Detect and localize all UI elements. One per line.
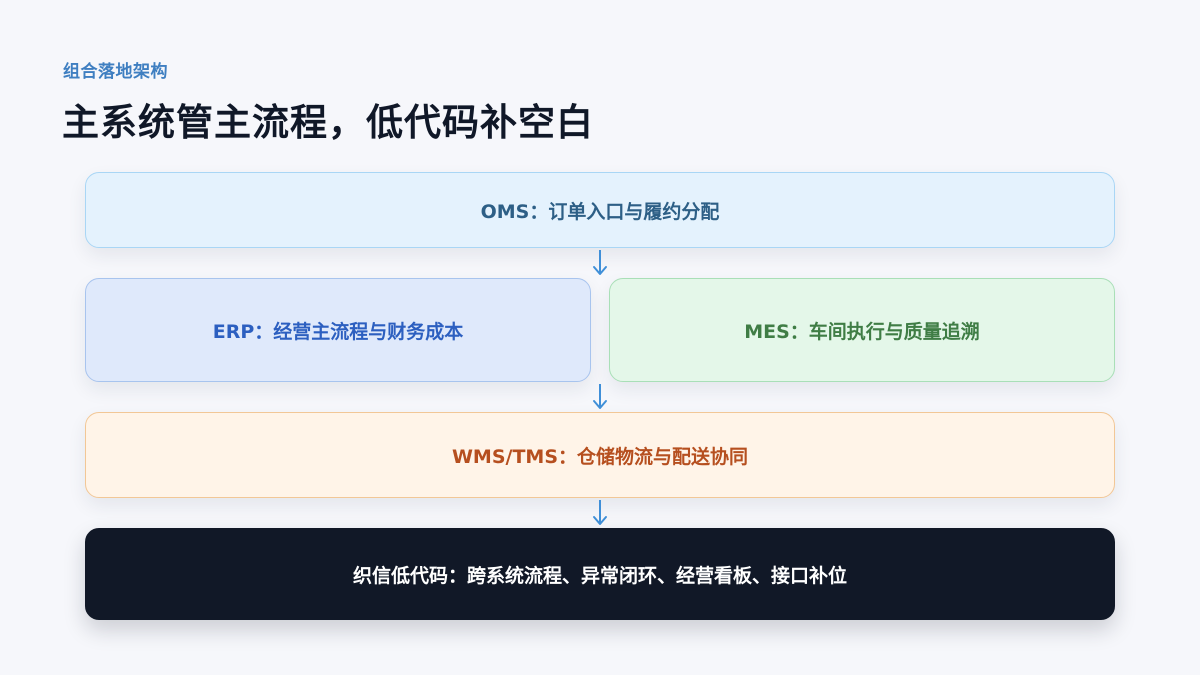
section-kicker: 组合落地架构	[63, 62, 168, 82]
node-oms: OMS：订单入口与履约分配	[85, 172, 1115, 248]
arrow-down-icon	[593, 250, 607, 275]
node-mes: MES：车间执行与质量追溯	[609, 278, 1115, 382]
arrow-down-icon	[593, 500, 607, 525]
node-erp: ERP：经营主流程与财务成本	[85, 278, 591, 382]
node-wms-tms: WMS/TMS：仓储物流与配送协同	[85, 412, 1115, 498]
arrow-down-icon	[593, 384, 607, 409]
node-lowcode: 织信低代码：跨系统流程、异常闭环、经营看板、接口补位	[85, 528, 1115, 620]
page-title: 主系统管主流程，低代码补空白	[62, 101, 594, 144]
